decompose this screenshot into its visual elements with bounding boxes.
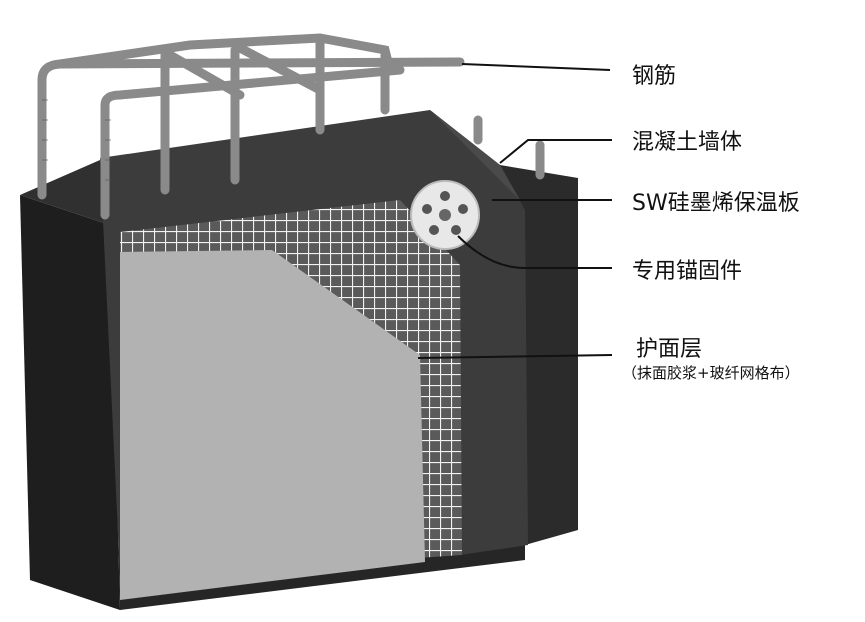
label-protective-layer-detail: （抹面胶浆+玻纤网格布）	[622, 364, 800, 382]
plaster-layer	[120, 250, 425, 600]
rebar-cage	[37, 33, 545, 220]
label-anchor: 专用锚固件	[632, 259, 743, 284]
label-rebar: 钢筋	[632, 64, 677, 89]
anchor-disc	[410, 180, 480, 250]
label-protective-layer: 护面层	[636, 337, 703, 362]
label-concrete-wall: 混凝土墙体	[632, 130, 743, 155]
label-insulation-board: SW硅墨烯保温板	[632, 191, 800, 216]
leader-lines	[417, 63, 613, 359]
